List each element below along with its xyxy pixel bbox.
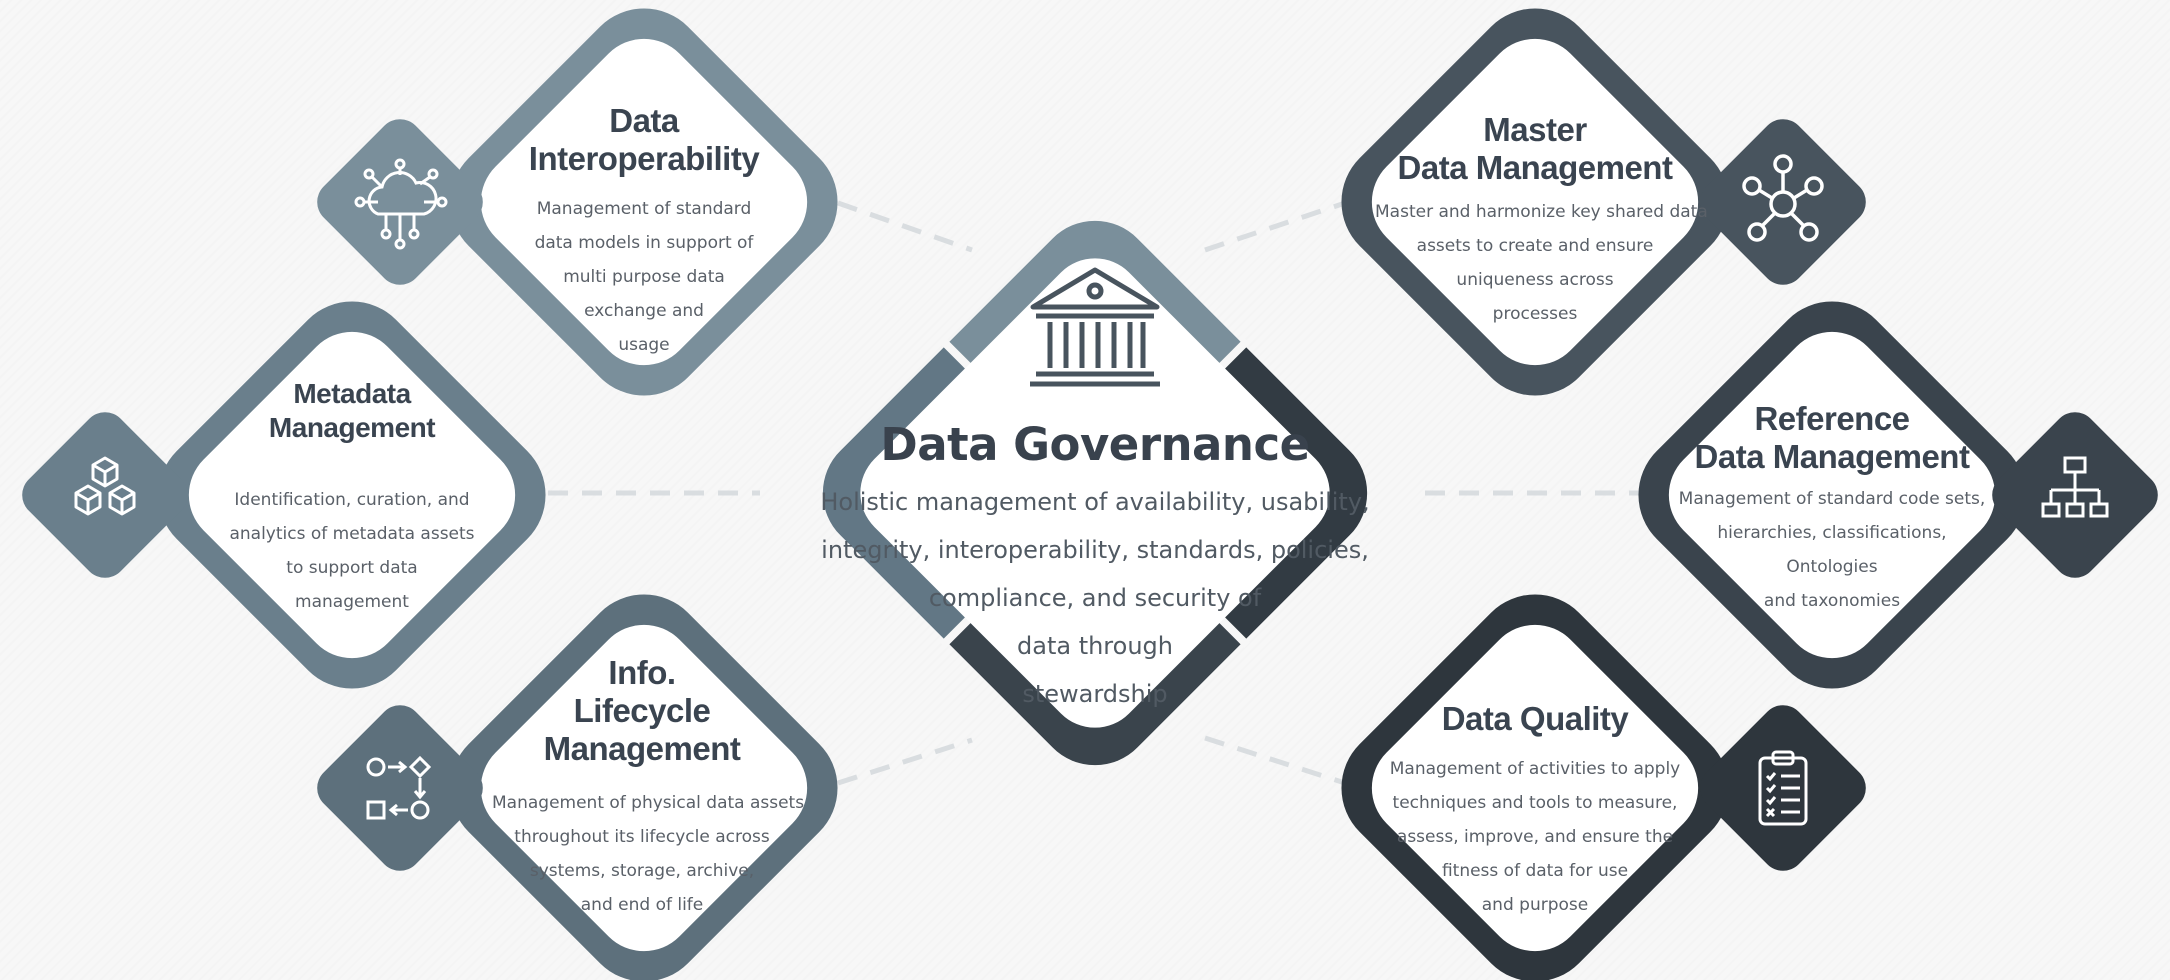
lifecycle-diamond-frame <box>450 594 838 980</box>
center-title: Data Governance <box>880 418 1310 471</box>
title-line: Data <box>609 102 679 139</box>
desc-line: hierarchies, classifications, <box>1717 523 1947 543</box>
lifecycle-icon-tile <box>317 705 483 871</box>
master-icon-tile <box>1700 119 1866 285</box>
desc-line: throughout its lifecycle across <box>514 827 770 847</box>
metadata-icon-tile <box>22 412 188 578</box>
center-desc-line: compliance, and security of <box>928 584 1262 612</box>
center-desc-line: Holistic management of availability, usa… <box>820 488 1370 516</box>
reference-description: Management of standard code sets, hierar… <box>1672 482 1992 618</box>
desc-line: Management of standard code sets, <box>1678 489 1986 509</box>
desc-line: usage <box>618 335 670 355</box>
desc-line: processes <box>1492 304 1578 324</box>
reference-text: Reference Data Management Management of … <box>1672 400 1992 618</box>
desc-line: systems, storage, archive, <box>529 861 755 881</box>
connectors <box>548 200 1640 786</box>
desc-line: and end of life <box>580 895 704 915</box>
metadata-text: Metadata Management Identification, cura… <box>212 377 492 619</box>
desc-line: data models in support of <box>534 233 754 253</box>
metadata-title: Metadata Management <box>212 377 492 445</box>
interop-description: Management of standard data models in su… <box>514 192 774 362</box>
desc-line: to support data <box>286 558 418 578</box>
desc-line: fitness of data for use <box>1441 861 1629 881</box>
center-description: Holistic management of availability, usa… <box>820 478 1370 718</box>
interop-title: Data Interoperability <box>514 102 774 178</box>
title-line: Interoperability <box>528 140 760 177</box>
interop-diamond-frame <box>450 8 838 396</box>
connector-interop <box>837 200 973 253</box>
reference-title: Reference Data Management <box>1672 400 1992 476</box>
cloud-network-icon <box>354 158 448 250</box>
desc-line: assess, improve, and ensure the <box>1396 827 1674 847</box>
title-line: Data Quality <box>1441 700 1629 737</box>
interop-icon-tile <box>317 119 483 285</box>
desc-line: Master and harmonize key shared data <box>1375 202 1708 222</box>
desc-line: management <box>295 592 409 612</box>
org-chart-icon <box>2041 456 2109 518</box>
title-line: Data Management <box>1397 149 1673 186</box>
desc-line: Identification, curation, and <box>234 490 470 510</box>
desc-line: analytics of metadata assets <box>229 524 475 544</box>
hub-network-icon <box>1742 154 1824 242</box>
title-line: Management <box>543 730 741 767</box>
title-line: Management <box>268 412 436 443</box>
master-diamond-frame <box>1341 8 1729 396</box>
desc-line: Ontologies <box>1786 557 1878 577</box>
desc-line: techniques and tools to measure, <box>1392 793 1678 813</box>
master-description: Master and harmonize key shared data ass… <box>1375 195 1708 331</box>
quality-title: Data Quality <box>1375 700 1695 738</box>
metadata-diamond-frame <box>158 301 546 689</box>
desc-line: exchange and <box>584 301 704 321</box>
interop-text: Data Interoperability Management of stan… <box>514 102 774 362</box>
center-desc-line: stewardship <box>1022 680 1168 708</box>
desc-line: Management of standard <box>536 199 752 219</box>
title-line: Reference <box>1754 400 1910 437</box>
title-line: Master <box>1483 111 1587 148</box>
quality-description: Management of activities to apply techni… <box>1375 752 1695 922</box>
lifecycle-text: Info. Lifecycle Management Management of… <box>492 654 805 922</box>
desc-line: and taxonomies <box>1763 591 1901 611</box>
title-line: Metadata <box>293 378 411 409</box>
government-building-icon <box>1030 267 1160 387</box>
desc-line: assets to create and ensure <box>1416 236 1654 256</box>
desc-line: Management of physical data assets <box>492 793 805 813</box>
desc-line: Management of activities to apply <box>1389 759 1681 779</box>
checklist-clipboard-icon <box>1758 750 1808 826</box>
metadata-description: Identification, curation, and analytics … <box>212 483 492 619</box>
title-line: Info. <box>608 654 676 691</box>
quality-diamond-frame <box>1341 594 1729 980</box>
connector-master <box>1204 200 1346 253</box>
process-flow-icon <box>366 755 432 820</box>
connector-quality <box>1204 735 1346 786</box>
cubes-icon <box>74 456 136 516</box>
lifecycle-title: Info. Lifecycle Management <box>492 654 792 768</box>
desc-line: uniqueness across <box>1456 270 1614 290</box>
center-desc-line: integrity, interoperability, standards, … <box>821 536 1369 564</box>
center-desc-line: data through <box>1017 632 1173 660</box>
connector-lifecycle <box>837 737 973 786</box>
lifecycle-description: Management of physical data assets throu… <box>492 786 805 922</box>
title-line: Lifecycle <box>573 692 711 729</box>
desc-line: and purpose <box>1481 895 1589 915</box>
master-text: Master Data Management Master and harmon… <box>1375 111 1708 331</box>
quality-text: Data Quality Management of activities to… <box>1375 700 1695 922</box>
desc-line: multi purpose data <box>563 267 725 287</box>
reference-diamond-frame <box>1638 301 2026 689</box>
master-title: Master Data Management <box>1375 111 1695 187</box>
title-line: Data Management <box>1694 438 1970 475</box>
